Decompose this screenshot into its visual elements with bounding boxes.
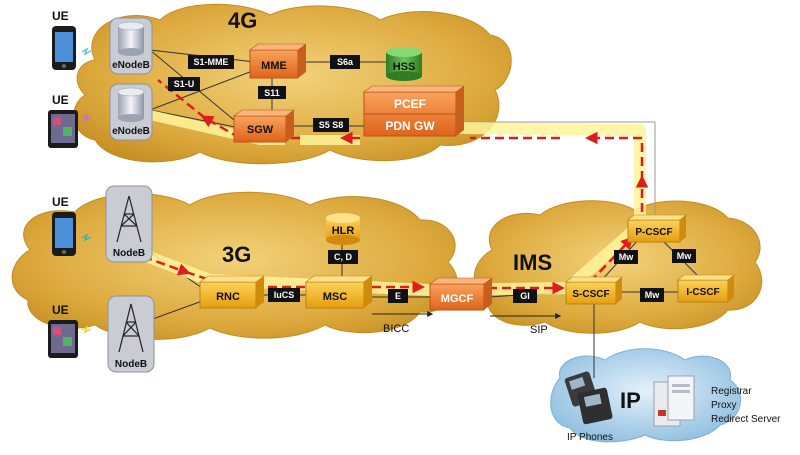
ip-phones-label: IP Phones (567, 432, 613, 443)
desk-phone-icon (564, 371, 613, 425)
node-label: P-CSCF (635, 227, 672, 238)
mme-box: MME (249, 43, 307, 79)
tag-e (388, 289, 408, 303)
tag-text: S1-U (174, 79, 195, 89)
node-label: SGW (247, 124, 274, 136)
node-label: S-CSCF (572, 289, 609, 300)
protocol-sip: SIP (490, 313, 562, 336)
ue-tablet-2: UE (48, 303, 78, 358)
ue-label: UE (52, 303, 69, 317)
tag-mw-2 (672, 249, 696, 263)
tag-gi (513, 289, 537, 303)
tag-text: Mw (677, 251, 692, 261)
tag-text: Mw (619, 252, 634, 262)
tag-text: Mw (645, 290, 660, 300)
pcef-pdngw-box: PCEF PDN GW (363, 85, 465, 137)
database-icon (326, 218, 360, 240)
nodeb-2: NodeB (107, 295, 155, 373)
server-icon (653, 375, 695, 427)
ip-phones: IP Phones (564, 371, 613, 443)
tag-text: C, D (334, 252, 353, 262)
node-label: NodeB (113, 248, 145, 259)
node-label: MME (261, 60, 287, 72)
hlr-db: HLR (326, 213, 360, 245)
enodeb-2: eNodeB (109, 83, 153, 141)
cylinder-icon (118, 92, 144, 118)
scscf-box: S-CSCF (565, 276, 623, 305)
antenna-tower-icon (116, 195, 142, 243)
enodeb-1: eNodeB (109, 17, 153, 75)
wireless-links (81, 47, 92, 334)
ue-label: UE (52, 93, 69, 107)
protocol-bicc: BICC (372, 311, 434, 335)
tag-s1u (168, 77, 200, 91)
tag-text: E (395, 291, 401, 301)
cloud-label-3g: 3G (222, 242, 251, 267)
cloud-ims: IMS (473, 200, 763, 334)
cloud-label-4g: 4G (228, 8, 257, 33)
ue-phone-1: UE (52, 9, 76, 70)
node-label: MSC (323, 291, 348, 303)
tag-s1mme (188, 55, 234, 69)
node-label: RNC (216, 291, 240, 303)
tag-text: S1-MME (193, 57, 228, 67)
hss-db: HSS (386, 47, 422, 81)
server-label: Proxy (711, 400, 737, 411)
ue-phone-2: UE (52, 195, 76, 256)
sgw-box: SGW (233, 109, 295, 143)
node-label: PDN GW (385, 119, 435, 133)
cloud-label-ims: IMS (513, 250, 552, 275)
icscf-box: I-CSCF (677, 274, 735, 303)
ip-servers: Registrar Proxy Redirect Server (653, 375, 781, 427)
ue-label: UE (52, 195, 69, 209)
tag-mw-1 (614, 250, 638, 264)
tag-s5s8 (313, 118, 349, 132)
rnc-box: RNC (199, 275, 265, 309)
node-label: MGCF (441, 293, 474, 305)
node-label: HLR (332, 225, 355, 237)
node-label: eNodeB (112, 126, 150, 137)
tag-s6a (330, 55, 360, 69)
pcscf-box: P-CSCF (627, 214, 687, 243)
tag-s11 (258, 86, 286, 99)
ue-tablet-1: UE (48, 93, 78, 148)
cylinder-icon (118, 26, 144, 52)
tag-text: IuCS (274, 290, 295, 300)
cloud-3g: 3G (11, 191, 458, 340)
node-label: PCEF (394, 97, 426, 111)
tag-text: GI (520, 291, 530, 301)
antenna-tower-icon (118, 303, 144, 353)
nodeb-1: NodeB (105, 185, 153, 263)
cloud-label-ip: IP (620, 388, 641, 413)
tag-mw-3 (640, 288, 664, 302)
node-label: I-CSCF (686, 287, 719, 298)
node-label: eNodeB (112, 60, 150, 71)
protocol-label: BICC (383, 323, 409, 335)
node-label: HSS (393, 61, 416, 73)
tag-cd (328, 250, 358, 264)
interface-labels: S1-MME S1-U S6a S11 S5 S8 IuCS C, D E GI… (168, 55, 696, 303)
server-label: Registrar (711, 386, 752, 397)
mgcf-box: MGCF (429, 277, 493, 311)
server-label: Redirect Server (711, 414, 781, 425)
tag-text: S5 S8 (319, 120, 344, 130)
tag-iucs (268, 288, 300, 302)
tag-text: S11 (264, 88, 280, 98)
protocol-label: SIP (530, 324, 548, 336)
tag-text: S6a (337, 57, 354, 67)
node-label: NodeB (115, 359, 147, 370)
ue-label: UE (52, 9, 69, 23)
msc-box: MSC (305, 275, 373, 309)
